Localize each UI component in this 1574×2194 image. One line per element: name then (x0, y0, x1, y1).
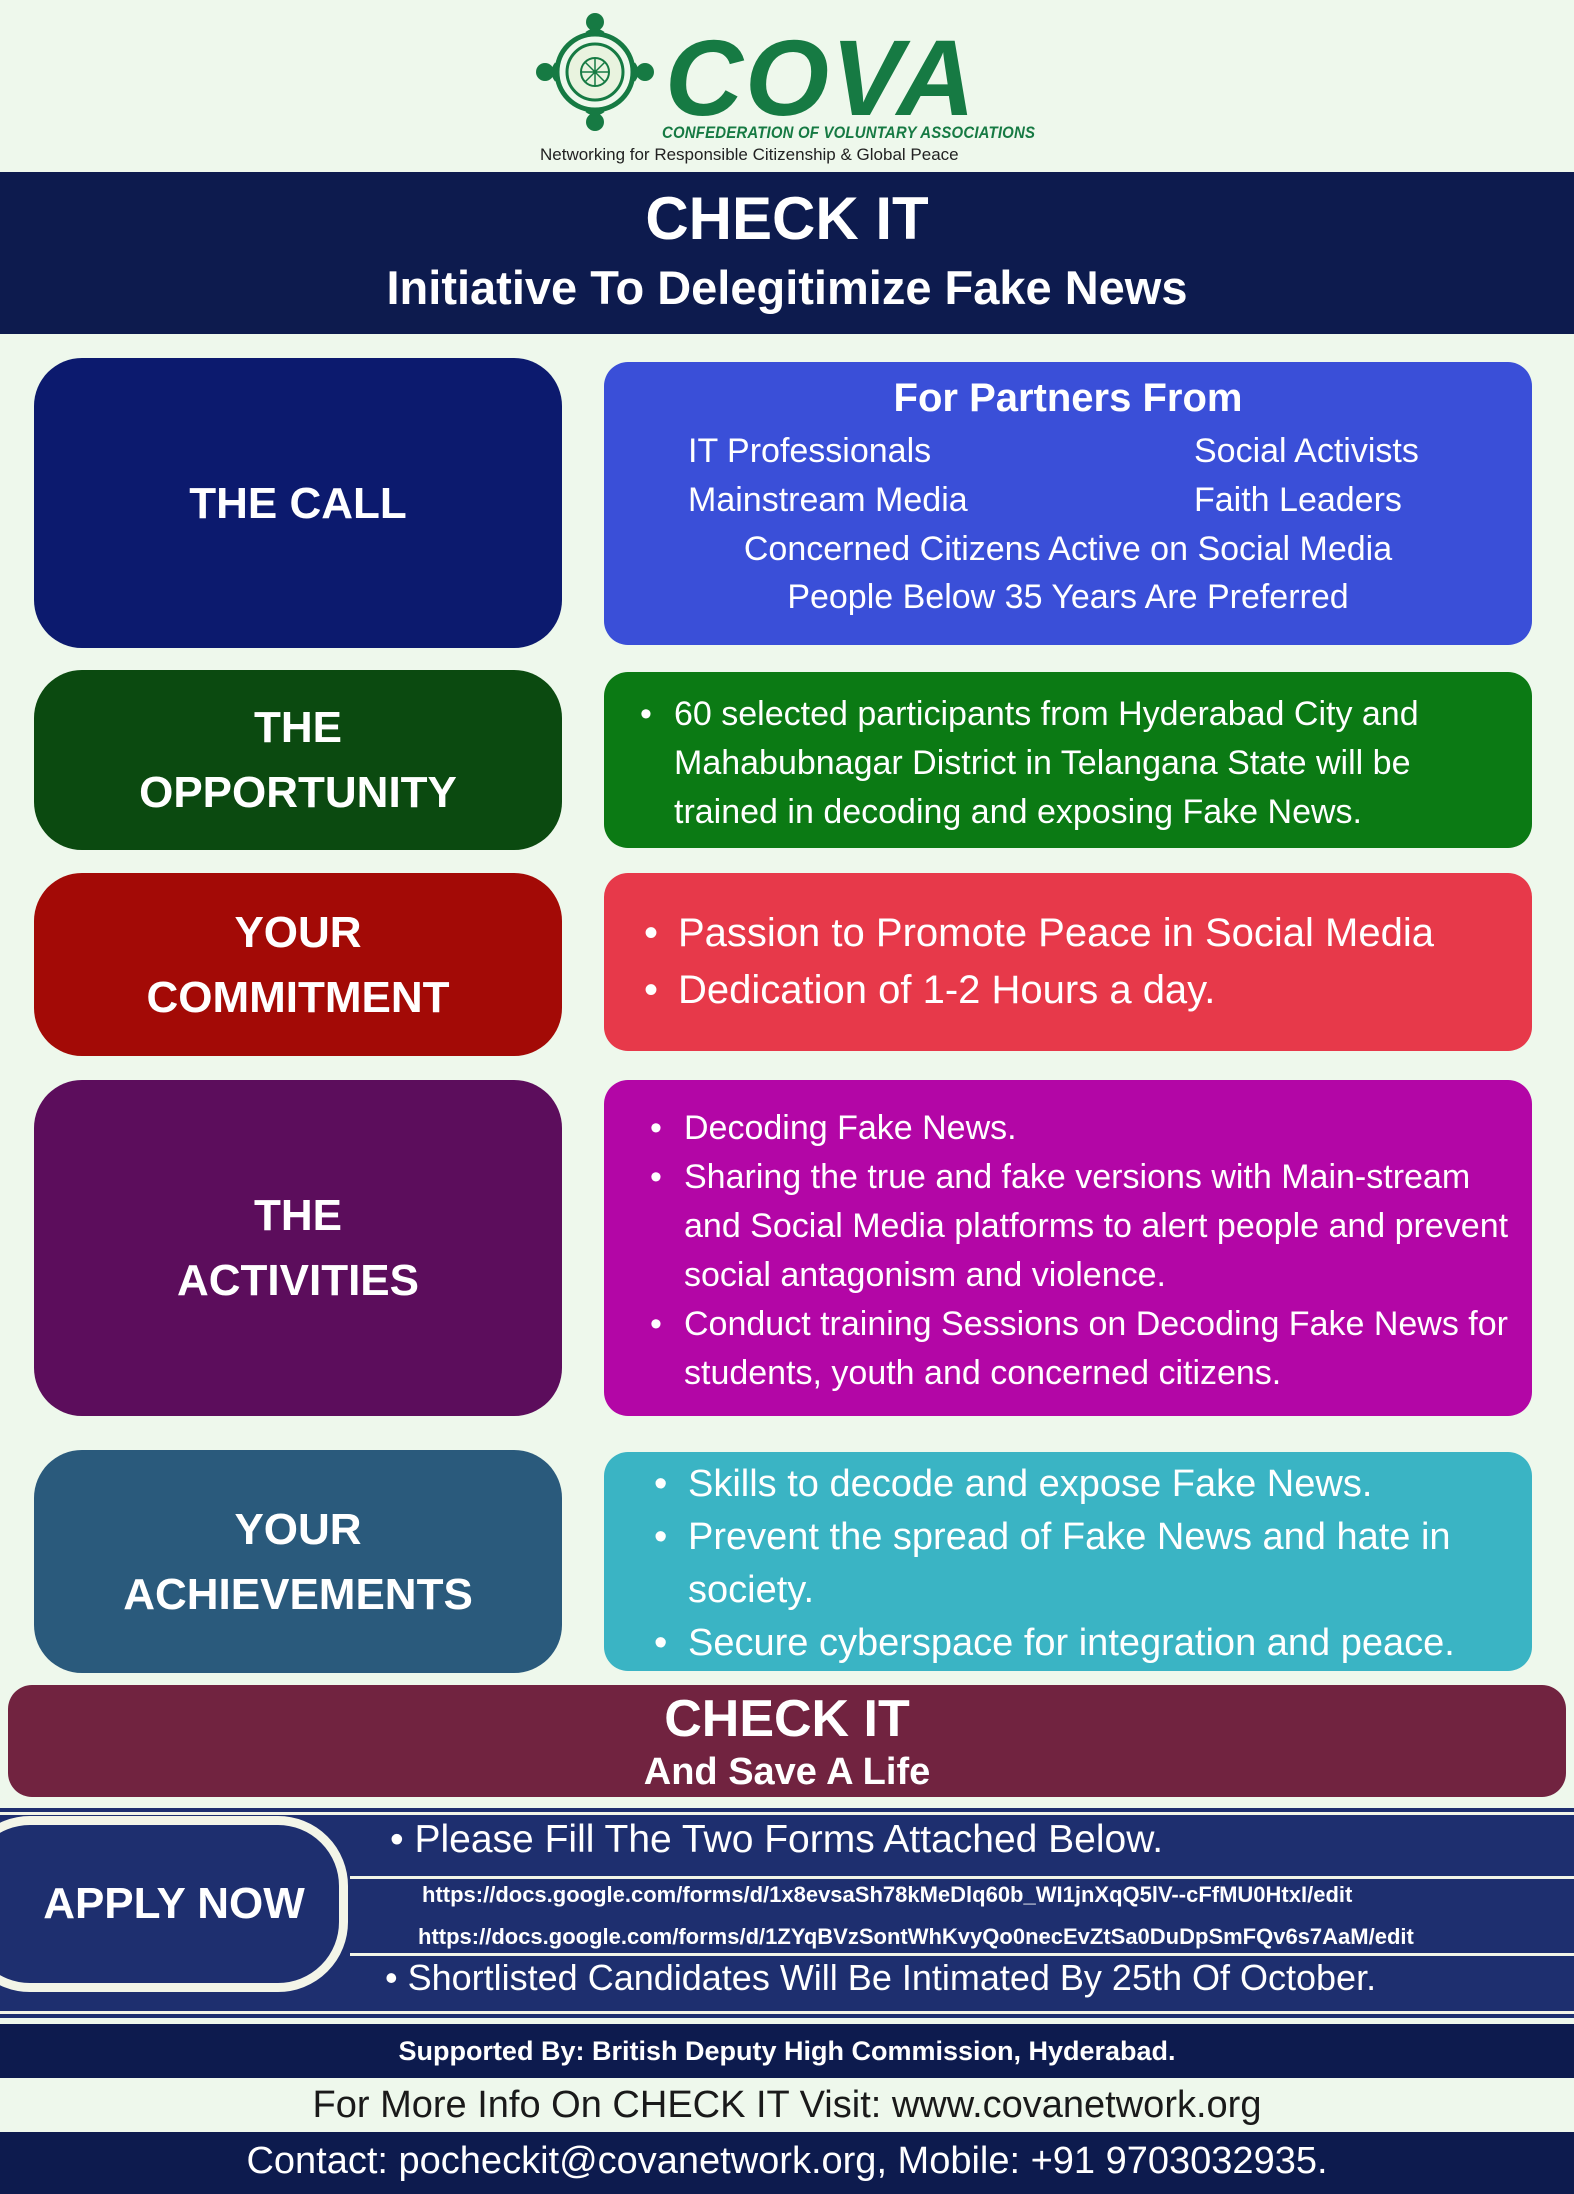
list-item: Skills to decode and expose Fake News. (654, 1458, 1502, 1511)
activities-content: Decoding Fake News. Sharing the true and… (604, 1080, 1532, 1416)
apply-notice: • Shortlisted Candidates Will Be Intimat… (385, 1957, 1377, 1998)
list-item: Passion to Promote Peace in Social Media (644, 905, 1496, 962)
opportunity-label-line: OPPORTUNITY (139, 768, 457, 817)
list-item: 60 selected participants from Hyderabad … (640, 690, 1496, 837)
list-item: Sharing the true and fake versions with … (650, 1153, 1512, 1300)
save-a-life-band: CHECK IT And Save A Life (8, 1685, 1566, 1797)
activities-label: THE ACTIVITIES (34, 1080, 562, 1416)
save-subheading: And Save A Life (643, 1751, 931, 1793)
achievements-content: Skills to decode and expose Fake News. P… (604, 1452, 1532, 1671)
apply-instruction: • Please Fill The Two Forms Attached Bel… (390, 1818, 1164, 1861)
page-title: CHECK IT (645, 185, 929, 252)
logo-full-name: CONFEDERATION OF VOLUNTARY ASSOCIATIONS (662, 123, 1036, 142)
partner-line: People Below 35 Years Are Preferred (787, 578, 1349, 616)
apply-notice-text: Shortlisted Candidates Will Be Intimated… (407, 1957, 1377, 1998)
divider (0, 2011, 1574, 2014)
form-link-2[interactable]: https://docs.google.com/forms/d/1ZYqBVzS… (418, 1924, 1414, 1949)
logo-header (0, 0, 1574, 172)
list-item: Conduct training Sessions on Decoding Fa… (650, 1300, 1512, 1398)
opportunity-label: THE OPPORTUNITY (34, 670, 562, 850)
save-heading: CHECK IT (664, 1690, 910, 1748)
call-heading: For Partners From (893, 376, 1243, 420)
commitment-label: YOUR COMMITMENT (34, 873, 562, 1056)
title-band: CHECK IT Initiative To Delegitimize Fake… (0, 172, 1574, 334)
cova-emblem-icon (536, 13, 654, 131)
achievements-label-line: YOUR (234, 1504, 362, 1554)
achievements-label-line: ACHIEVEMENTS (123, 1569, 473, 1619)
list-item: Decoding Fake News. (650, 1104, 1512, 1153)
logo-tagline: Networking for Responsible Citizenship &… (540, 145, 959, 164)
logo-wordmark: COVA (665, 17, 978, 138)
page-subtitle: Initiative To Delegitimize Fake News (386, 261, 1188, 314)
apply-instruction-text: Please Fill The Two Forms Attached Below… (414, 1818, 1164, 1861)
list-item: Prevent the spread of Fake News and hate… (654, 1511, 1502, 1617)
partner-item: Faith Leaders (1194, 481, 1402, 519)
commitment-label-line: COMMITMENT (146, 972, 450, 1022)
commitment-label-line: YOUR (234, 907, 362, 957)
list-item: Dedication of 1-2 Hours a day. (644, 962, 1496, 1019)
call-content: For Partners From IT Professionals Socia… (604, 362, 1532, 645)
apply-now-label: APPLY NOW (43, 1879, 305, 1928)
contact-info: Contact: pocheckit@covanetwork.org, Mobi… (0, 2132, 1574, 2194)
supported-by: Supported By: British Deputy High Commis… (0, 2024, 1574, 2078)
opportunity-content: 60 selected participants from Hyderabad … (604, 672, 1532, 848)
form-link-1[interactable]: https://docs.google.com/forms/d/1x8evsaS… (422, 1882, 1353, 1907)
apply-now-badge: APPLY NOW (0, 1816, 348, 1992)
partner-item: IT Professionals (688, 432, 932, 470)
partner-line: Concerned Citizens Active on Social Medi… (743, 530, 1393, 568)
partner-item: Social Activists (1194, 432, 1419, 470)
activities-label-line: ACTIVITIES (176, 1256, 420, 1305)
call-label-text: THE CALL (189, 478, 407, 528)
activities-label-line: THE (254, 1191, 342, 1240)
more-info: For More Info On CHECK IT Visit: www.cov… (0, 2078, 1574, 2132)
achievements-label: YOUR ACHIEVEMENTS (34, 1450, 562, 1673)
links-strip (350, 1876, 1574, 1956)
call-label: THE CALL (34, 358, 562, 648)
commitment-content: Passion to Promote Peace in Social Media… (604, 873, 1532, 1051)
partner-item: Mainstream Media (688, 481, 968, 519)
opportunity-label-line: THE (254, 703, 342, 752)
divider (0, 1812, 1574, 1815)
list-item: Secure cyberspace for integration and pe… (654, 1617, 1502, 1670)
